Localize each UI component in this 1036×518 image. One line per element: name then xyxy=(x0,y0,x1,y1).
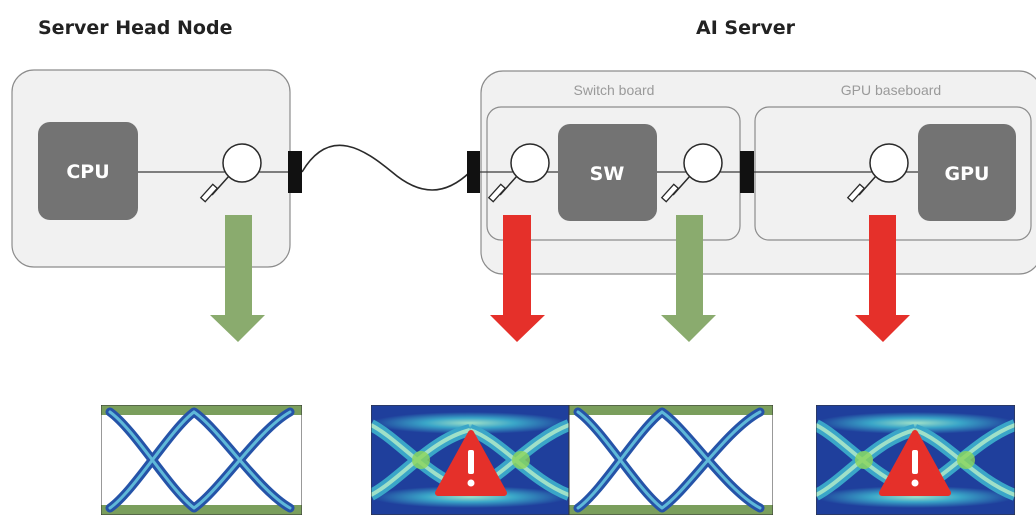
eye-diagram-good xyxy=(101,405,302,515)
magnifier-icon xyxy=(660,143,723,203)
status-arrow-bad xyxy=(490,215,545,342)
status-arrow-good xyxy=(210,215,265,342)
ai-server-title: AI Server xyxy=(696,17,796,39)
warning-icon xyxy=(879,430,951,496)
board-connector xyxy=(740,151,754,193)
head-node-title: Server Head Node xyxy=(38,17,232,39)
gpu-chip xyxy=(918,124,1016,221)
sw-chip xyxy=(558,124,657,221)
magnifier-icon xyxy=(487,143,550,203)
head-node-connector xyxy=(288,151,302,193)
gpu-baseboard-label: GPU baseboard xyxy=(841,82,941,98)
status-arrow-bad xyxy=(855,215,910,342)
cpu-chip xyxy=(38,122,138,220)
switch-board-label: Switch board xyxy=(574,82,655,98)
sw-label: SW xyxy=(590,163,625,185)
cable xyxy=(301,144,471,191)
status-arrow-good xyxy=(661,215,716,342)
ai-server-connector xyxy=(467,151,480,193)
warning-icon xyxy=(435,430,507,496)
magnifier-icon xyxy=(199,143,262,203)
gpu-label: GPU xyxy=(945,163,990,185)
magnifier-icon xyxy=(846,143,909,203)
cpu-label: CPU xyxy=(66,161,109,183)
eye-diagram-good xyxy=(569,405,773,515)
